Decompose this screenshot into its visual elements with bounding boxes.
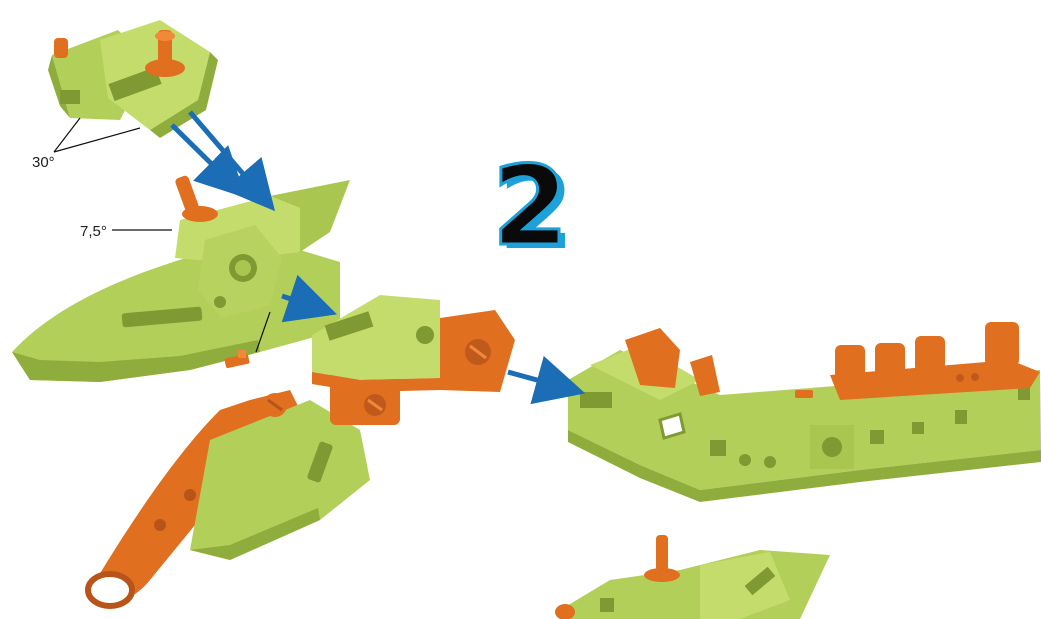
body-assembly: [568, 322, 1041, 502]
assembly-arrow-icon: [172, 125, 232, 184]
assembly-arrow-icon: [508, 372, 566, 388]
head-assembly: [12, 175, 350, 382]
bottom-partial-assembly: [555, 535, 830, 619]
angle-30-label: 30°: [32, 154, 55, 171]
step-number: 2: [492, 142, 569, 270]
angle-7-5-label: 7,5°: [80, 223, 107, 240]
orange-pin: [656, 535, 668, 571]
orange-pin: [54, 38, 68, 58]
top-block-assembly: [48, 20, 218, 138]
